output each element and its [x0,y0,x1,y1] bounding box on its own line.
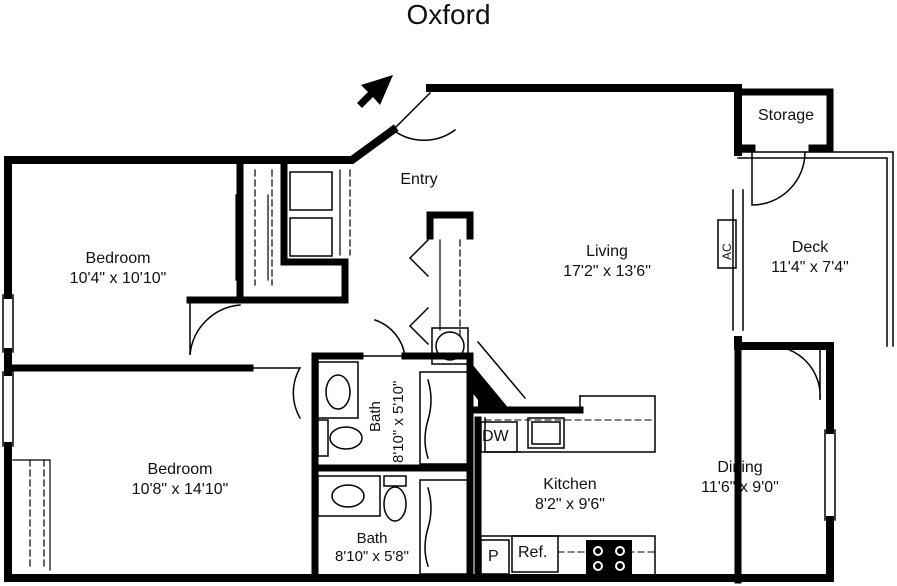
entry-arrow-icon [357,75,393,108]
vanity-sink [317,361,381,517]
room-size: 10'8" x 14'10" [131,481,229,498]
room-bath-1-size: 8'10" x 5'10" [390,380,407,463]
ac-label: AC [720,243,734,260]
lower-cabinets [477,535,656,575]
room-name: Storage [757,107,815,124]
room-name: Entry [400,171,438,188]
window [2,189,836,521]
room-size: 8'10" x 5'8" [335,548,409,565]
bathtub [419,371,471,575]
storage-walls [734,88,834,152]
room-size: 11'6" x 9'0" [701,479,779,496]
dishwasher-label: DW [482,428,509,445]
room-dining: Dining 11'6" x 9'0" [701,458,779,498]
room-size: 10'4" x 10'10" [69,270,167,287]
door [189,91,821,420]
interior-wall [4,161,742,584]
kitchen-angled-wall [472,352,510,410]
room-kitchen: Kitchen 8'2" x 9'6" [535,475,605,515]
room-name: Living [586,243,628,260]
room-deck: Deck 11'4" x 7'4" [771,238,849,278]
room-living: Living 17'2" x 13'6" [563,242,651,282]
bifold-door [408,238,430,346]
pantry-label: P [488,548,499,565]
toilet [317,419,407,522]
deck-outline-inner [737,157,888,347]
room-name: Kitchen [543,476,597,493]
room-bedroom-2: Bedroom 10'8" x 14'10" [132,460,229,500]
exterior-wall-bottom [4,516,834,582]
room-name: Bath [356,530,388,547]
dishwasher-box [480,421,518,453]
room-bedroom-1: Bedroom 10'4" x 10'10" [70,249,167,289]
room-storage: Storage [758,106,814,126]
exterior-wall-right [734,336,834,434]
kitchen-sink [527,417,565,449]
room-size: 8'2" x 9'6" [535,496,605,513]
ac-unit [717,219,737,269]
closet-shelf [289,171,333,257]
room-name: Bedroom [147,461,213,478]
deck-outline [737,151,894,347]
plan-title: Oxford [406,0,491,30]
kitchen-counter-line [476,340,527,400]
room-name: Bedroom [85,250,151,267]
water-heater [431,327,469,365]
refrigerator-label: Ref. [518,544,548,561]
kitchen-counter [484,395,656,453]
room-size: 17'2" x 13'6" [563,263,651,280]
stove [586,540,632,574]
room-name: Deck [791,239,829,256]
room-size: 11'4" x 7'4" [771,259,849,276]
exterior-wall [4,84,742,164]
closet-door [12,169,461,571]
room-name: Dining [717,459,763,476]
room-entry: Entry [400,170,437,190]
room-bath-1-name: Bath [367,401,384,432]
room-bath-2: Bath 8'10" x 5'8" [335,530,409,566]
